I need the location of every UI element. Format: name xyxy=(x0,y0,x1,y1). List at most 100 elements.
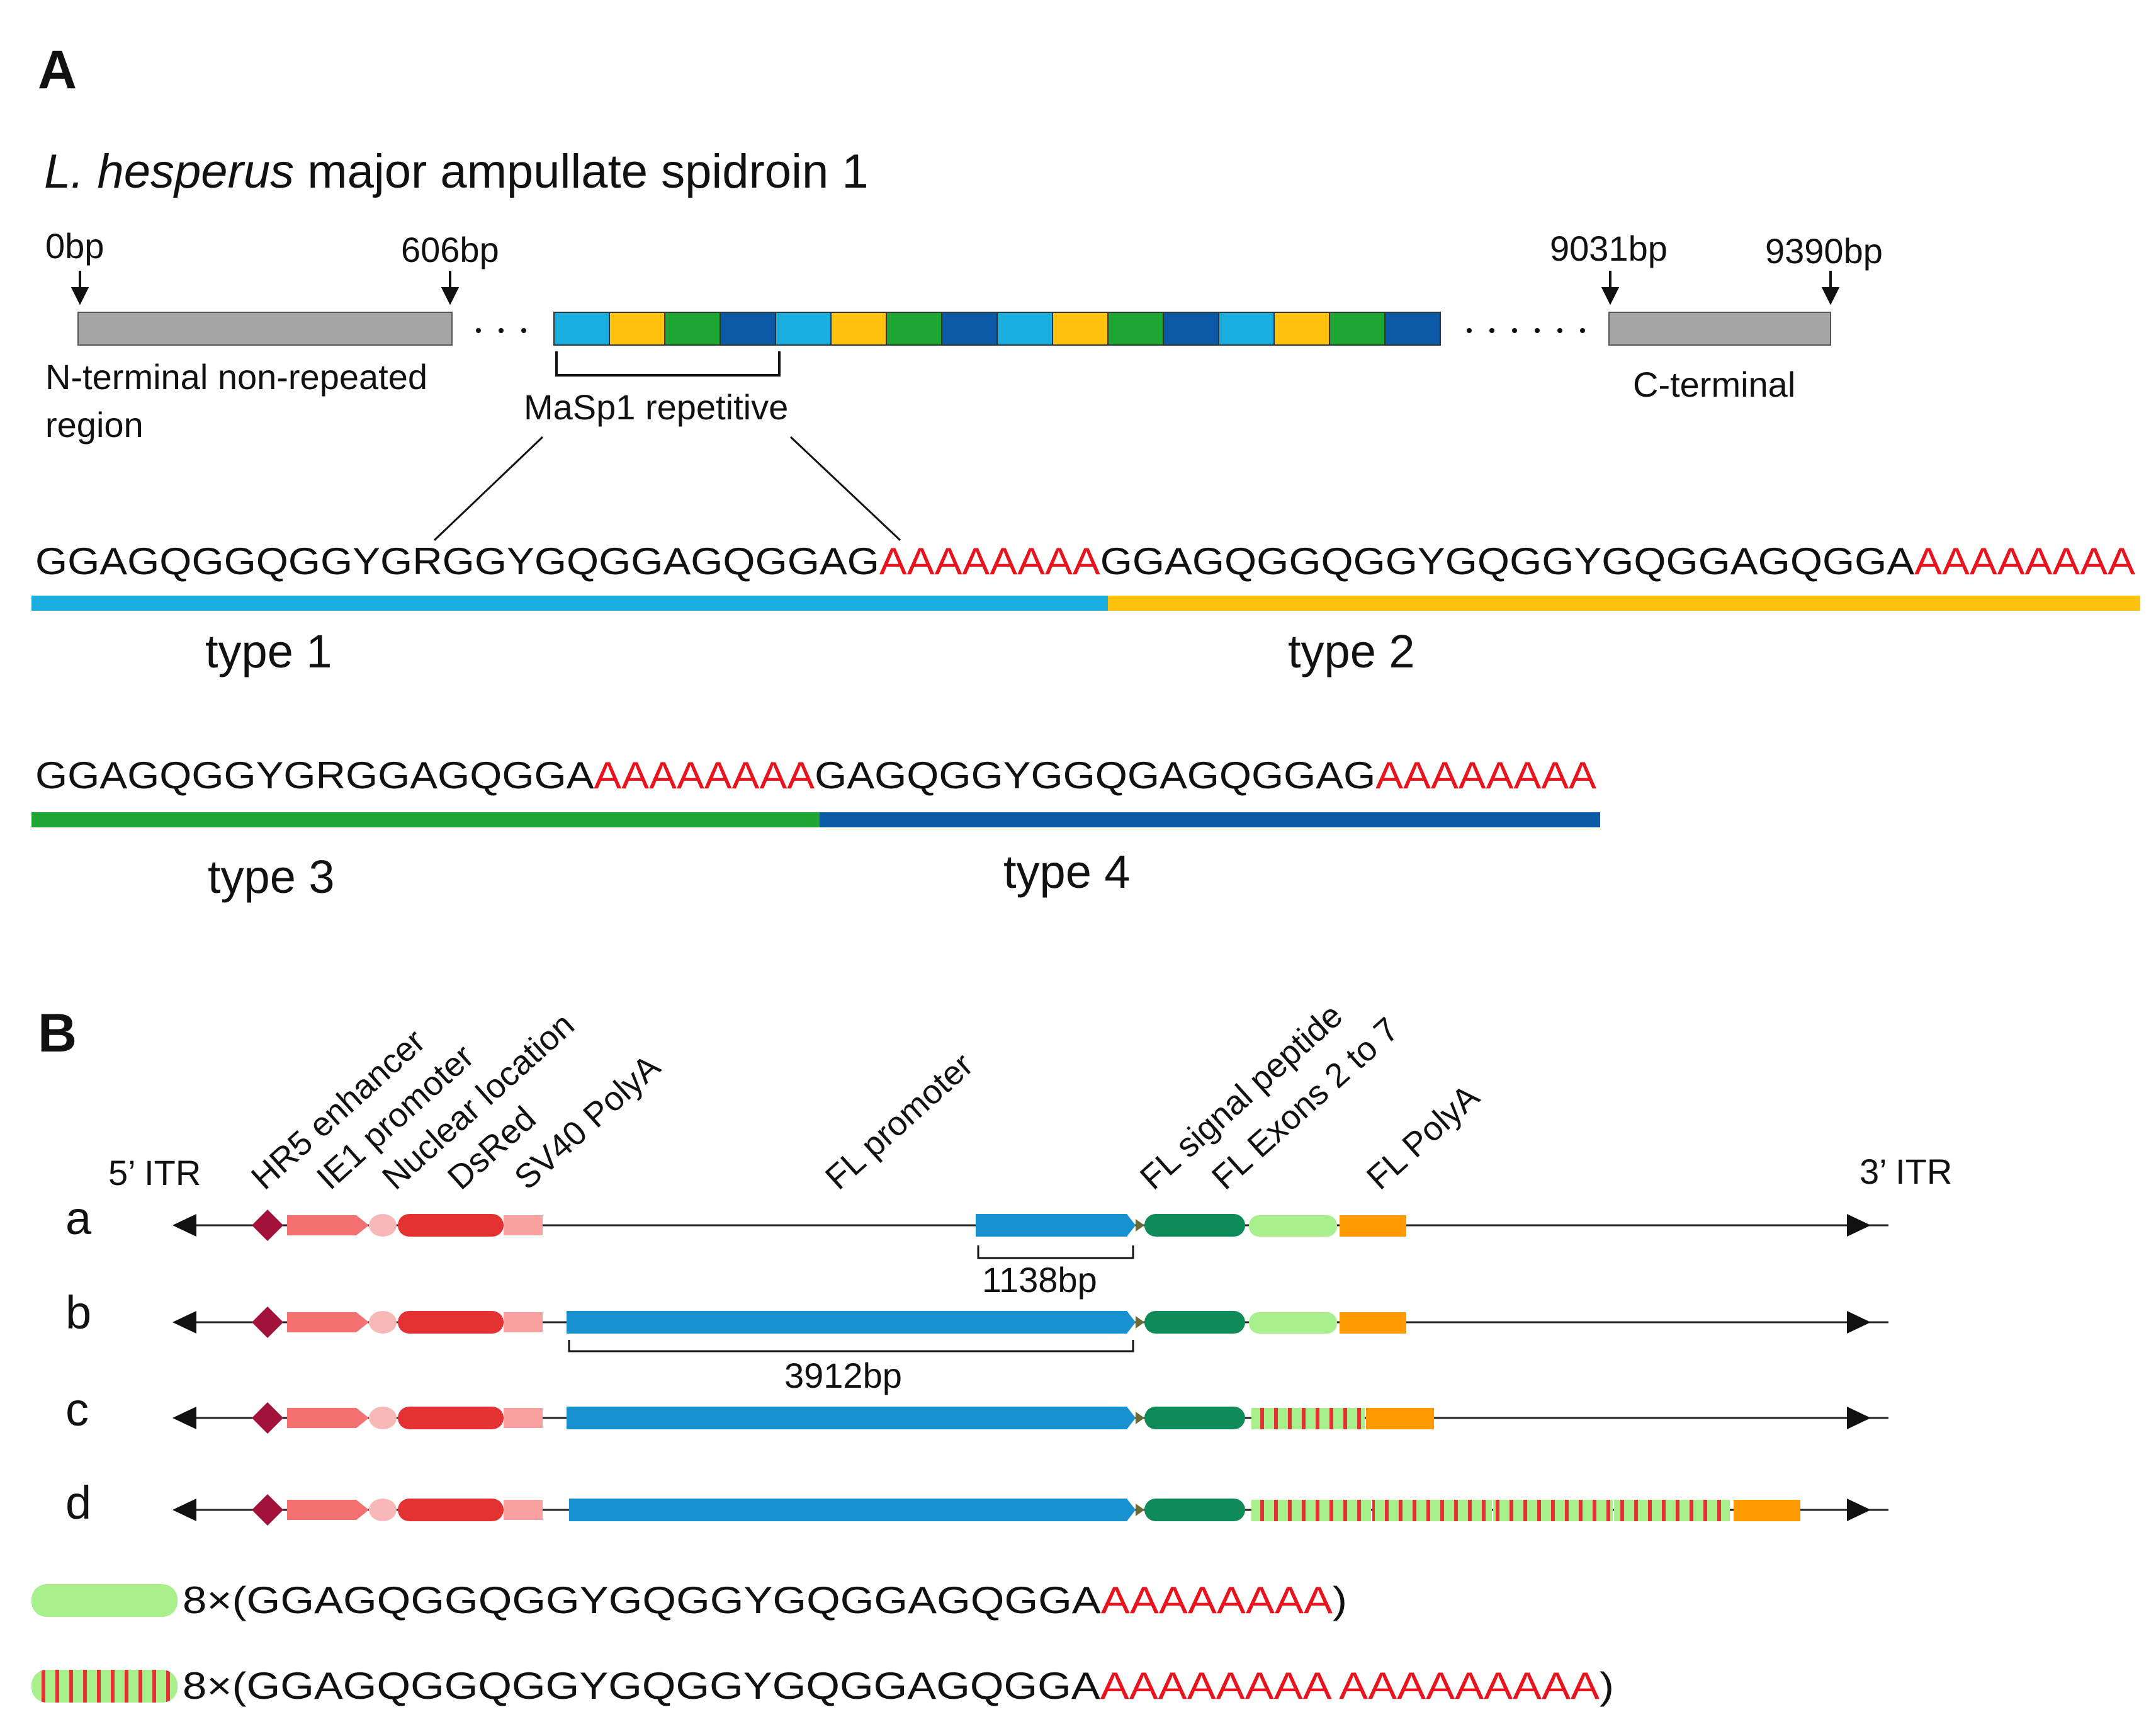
sv40-polya-block xyxy=(504,1215,543,1235)
fl-exons-block xyxy=(1249,1215,1337,1237)
construct-row-d: d xyxy=(65,1477,1888,1529)
legend-double-exons-sequence: 8×(GGAGQGGQGGYGQGGYGQGGAGQGGA xyxy=(183,1665,1100,1707)
hr5-enhancer-icon xyxy=(252,1307,283,1338)
repetitive-label: MaSp1 repetitive xyxy=(524,387,788,427)
zoom-line-right xyxy=(789,436,901,541)
fl-promoter-label: FL promoter xyxy=(818,1046,980,1197)
fl-signal-peptide-block xyxy=(1144,1407,1245,1429)
size-bracket-a xyxy=(977,1245,1134,1259)
repeat-block-type1 xyxy=(553,312,610,346)
fl-exons-double-block xyxy=(1493,1500,1613,1521)
itr5-label: 5’ ITR xyxy=(108,1153,201,1193)
construct-row-c: c xyxy=(65,1383,1888,1436)
itr3-label: 3’ ITR xyxy=(1860,1152,1952,1191)
fl-polya-block xyxy=(1366,1408,1434,1429)
sv40-polya-block xyxy=(504,1408,543,1428)
repetitive-blocks xyxy=(553,312,1441,346)
type3-poly-a: AAAAAAAA xyxy=(594,754,815,796)
dsred-block xyxy=(398,1214,504,1237)
repeat-block-type3 xyxy=(1107,312,1164,346)
type3-sequence: GGAGQGGYGRGGAGQGGA xyxy=(35,754,594,796)
type1-poly-a: AAAAAAAA xyxy=(879,540,1100,582)
repeat-block-type3 xyxy=(1329,312,1386,346)
hr5-enhancer-icon xyxy=(252,1402,283,1434)
gene-title-protein: major ampullate spidroin 1 xyxy=(294,145,868,198)
position-0bp: 0bp xyxy=(45,226,104,266)
type1-underline xyxy=(31,596,1108,611)
n-terminal-label-line1: N-terminal non-repeated xyxy=(45,357,427,397)
position-9390bp: 9390bp xyxy=(1765,231,1883,271)
fl-polya-block xyxy=(1340,1312,1406,1334)
panel-a-letter: A xyxy=(38,40,77,100)
repeat-block-type4 xyxy=(720,312,776,346)
repeat-block-type1 xyxy=(1218,312,1275,346)
c-terminal-label: C-terminal xyxy=(1633,365,1795,404)
panel-b-letter: B xyxy=(38,1003,77,1063)
position-9031bp: 9031bp xyxy=(1550,229,1668,268)
fl-exons-double-block xyxy=(1251,1500,1371,1521)
dsred-block xyxy=(398,1311,504,1334)
repeat-block-type3 xyxy=(664,312,721,346)
size-label-a: 1138bp xyxy=(982,1260,1097,1300)
nuclear-location-block xyxy=(369,1499,397,1521)
junction-arrow-icon xyxy=(1136,1219,1144,1232)
hr5-enhancer-icon xyxy=(252,1210,283,1241)
size-label-b: 3912bp xyxy=(784,1356,902,1395)
type1-sequence: GGAGQGGQGGYGRGGYGQGGAGQGGAG xyxy=(35,540,879,582)
legend-exons-swatch xyxy=(31,1584,178,1617)
nuclear-location-block xyxy=(369,1214,397,1237)
ie1-promoter-block xyxy=(287,1215,369,1235)
dsred-block xyxy=(398,1407,504,1429)
construct-element-labels: HR5 enhancer IE1 promoter Nuclear locati… xyxy=(244,996,1486,1196)
repeat-block-type4 xyxy=(941,312,998,346)
fl-promoter-block xyxy=(567,1407,1136,1429)
type2-poly-a: AAAAAAAA xyxy=(1914,540,2135,582)
repeat-block-type4 xyxy=(1384,312,1441,346)
itr5-arrow-icon xyxy=(172,1311,196,1334)
legend-exons-poly-a: AAAAAAAA xyxy=(1101,1579,1333,1621)
type4-poly-a: AAAAAAAA xyxy=(1375,754,1596,796)
fl-polya-block xyxy=(1340,1215,1406,1237)
legend-exons-sequence: 8×(GGAGQGGQGGYGQGGYGQGGAGQGGA xyxy=(183,1579,1101,1621)
position-arrows xyxy=(71,271,1840,305)
type4-sequence: GAGQGGYGGQGAGQGGAG xyxy=(815,754,1375,796)
type3-label: type 3 xyxy=(208,851,335,903)
row-b-label: b xyxy=(65,1286,91,1339)
fl-promoter-block xyxy=(567,1311,1136,1334)
row-c-label: c xyxy=(65,1383,89,1436)
type4-label: type 4 xyxy=(1003,846,1131,898)
fl-exons-double-block xyxy=(1372,1500,1492,1521)
fl-promoter-block xyxy=(976,1214,1136,1237)
itr3-arrow-icon xyxy=(1847,1214,1871,1237)
dsred-block xyxy=(398,1499,504,1521)
fl-promoter-block xyxy=(569,1499,1136,1521)
hr5-enhancer-icon xyxy=(252,1494,283,1526)
c-terminal-bar xyxy=(1608,312,1831,346)
ie1-promoter-block xyxy=(287,1408,369,1428)
junction-arrow-icon xyxy=(1136,1504,1144,1516)
legend-double-exons-swatch xyxy=(31,1670,178,1703)
sv40-polya-block xyxy=(504,1312,543,1332)
itr5-arrow-icon xyxy=(172,1407,196,1429)
type2-sequence: GGAGQGGQGGYGQGGYGQGGAGQGGA xyxy=(1100,540,1914,582)
position-606bp: 606bp xyxy=(401,230,499,269)
repeat-unit-bracket xyxy=(555,351,781,377)
ellipsis-right xyxy=(1467,328,1585,333)
repeat-block-type2 xyxy=(1273,312,1330,346)
ie1-promoter-block xyxy=(287,1500,369,1520)
junction-arrow-icon xyxy=(1136,1316,1144,1329)
fl-polya-label: FL PolyA xyxy=(1360,1077,1486,1197)
ie1-promoter-block xyxy=(287,1312,369,1332)
repeat-block-type1 xyxy=(996,312,1053,346)
itr3-arrow-icon xyxy=(1847,1407,1871,1429)
fl-exons-double-block xyxy=(1251,1408,1365,1429)
ellipsis-left xyxy=(476,328,526,333)
legend-exons-close: ) xyxy=(1333,1579,1347,1621)
gene-title: L. hesperus major ampullate spidroin 1 xyxy=(44,145,869,198)
row-d-label: d xyxy=(65,1477,91,1529)
